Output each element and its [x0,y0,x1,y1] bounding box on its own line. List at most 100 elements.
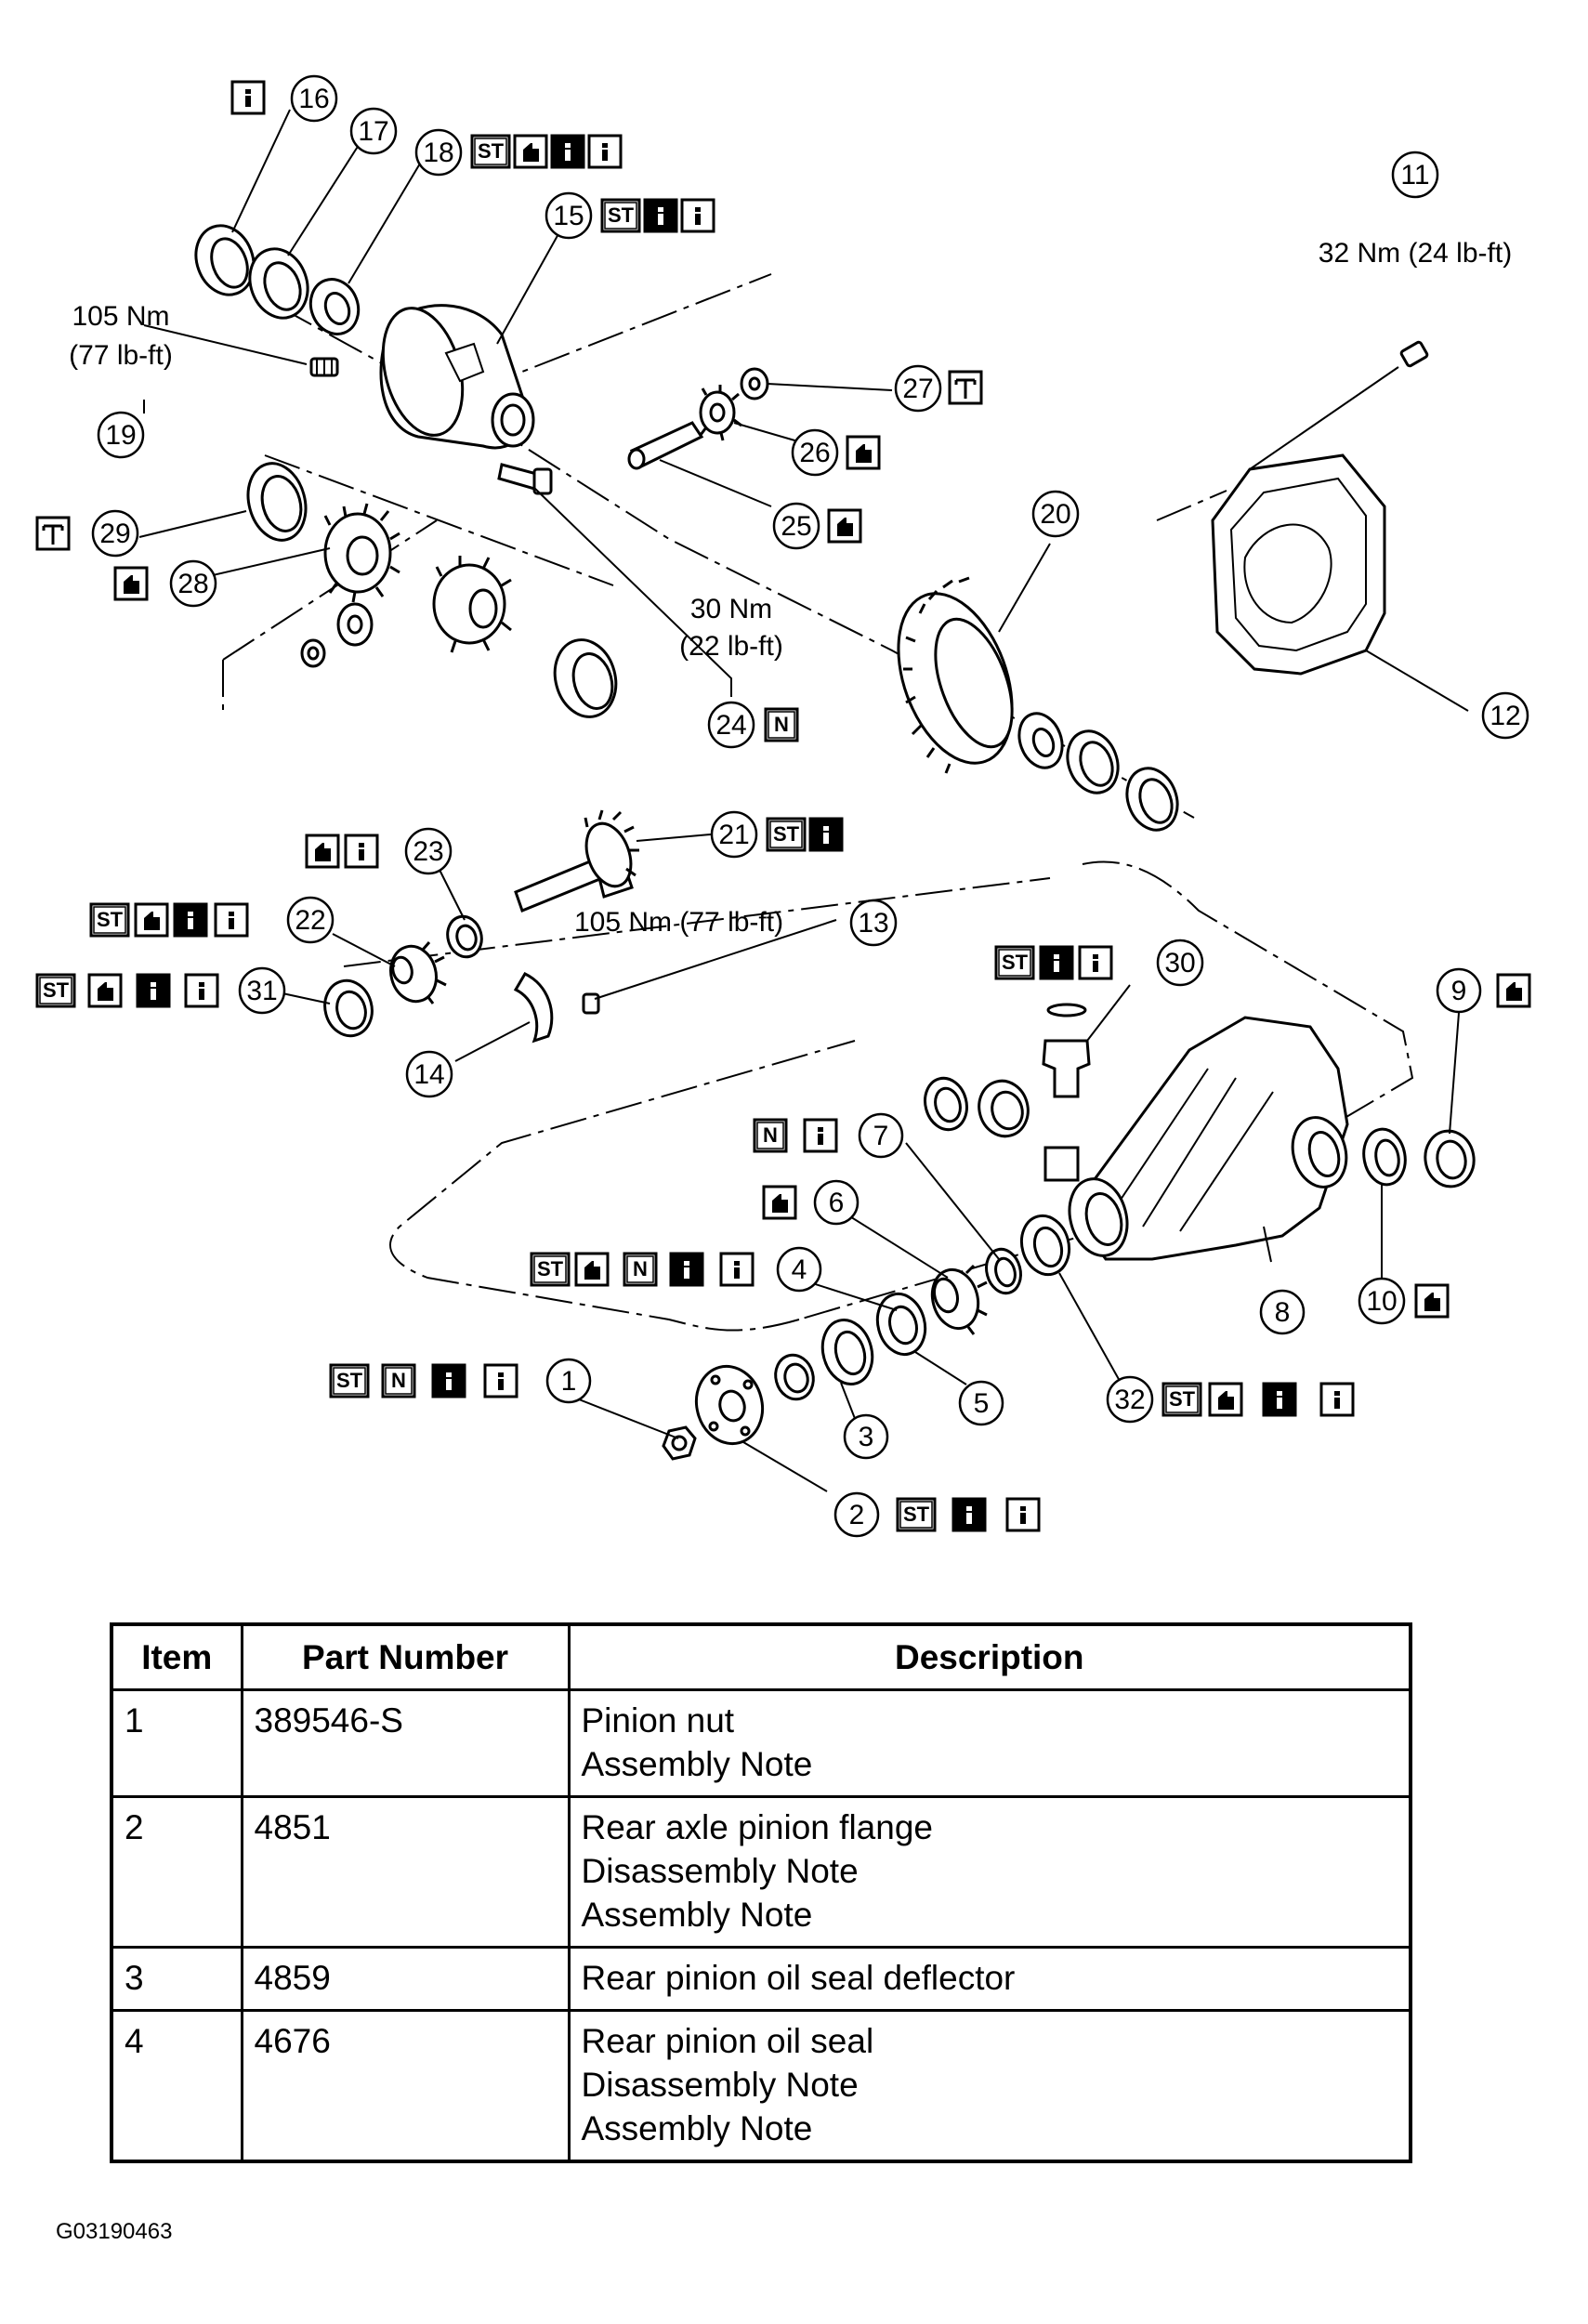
svg-text:29: 29 [99,519,130,549]
torque-13: 105 Nm (77 lb-ft) [574,907,783,938]
svg-text:ST: ST [1002,951,1029,974]
callout-5: 5 [958,1380,1004,1426]
info-inverted-icon [808,817,844,852]
lubricant-icon [1414,1283,1450,1319]
part-26-pinion-gear [699,385,742,441]
svg-text:22: 22 [295,905,325,936]
callout-8: 8 [1259,1289,1306,1335]
torque-11: 32 Nm (24 lb-ft) [1319,238,1512,269]
part-1-pinion-nut [662,1425,697,1461]
lubricant-icon [113,566,149,601]
svg-text:11: 11 [1400,160,1429,190]
part-number-cell: 389546-S [240,1688,571,1798]
table-row: 1 389546-S Pinion nut Assembly Note [110,1688,1412,1798]
disassembly-note-link[interactable]: Disassembly Note [581,2066,859,2104]
part-number-cell: 4859 [240,1946,571,2012]
svg-text:9: 9 [1451,976,1467,1006]
callout-20: 20 [1031,490,1080,538]
callout-17: 17 [349,107,398,155]
part-27-thrust-washer [740,367,769,400]
assembly-note-link[interactable]: Assembly Note [581,2109,813,2147]
callout-28: 28 [169,559,217,608]
svg-text:27: 27 [902,374,933,404]
part-12-axle-housing-cover [1211,453,1386,676]
lubricant-icon [574,1252,610,1287]
part-24-pinion-shaft-bolt [497,463,553,495]
part-6-pinion-bearing [930,1264,988,1335]
part-5-oil-slinger [875,1292,927,1357]
info-icon [680,198,715,233]
lubricant-icon [1496,973,1531,1008]
lubricant-icon [846,435,881,470]
description-line: Rear axle pinion flange [581,1808,933,1846]
part-30-breather [1042,1003,1091,1182]
lubricant-icon [305,834,340,869]
svg-text:31: 31 [246,976,277,1006]
callout-7: 7 [858,1112,904,1159]
part-9-bearing [1424,1129,1476,1188]
callout-32: 32 [1106,1375,1154,1424]
lubricant-icon [827,508,862,544]
svg-text:4: 4 [792,1254,807,1285]
info-icon [344,834,379,869]
item-cell: 1 [110,1688,243,1798]
info-inverted-icon [669,1252,704,1287]
description-cell: Rear pinion oil seal Disassembly Note As… [567,2009,1412,2163]
callout-6: 6 [813,1179,860,1226]
torque-wrench-icon [948,370,983,405]
info-icon [214,902,249,938]
callout-23: 23 [404,827,453,875]
svg-text:2: 2 [849,1500,865,1530]
description-cell: Pinion nut Assembly Note [567,1688,1412,1798]
svg-text:28: 28 [177,569,208,599]
item-cell: 2 [110,1795,243,1949]
info-icon [184,973,219,1008]
part-10-bearing-cup [1362,1127,1407,1187]
item-cell: 4 [110,2009,243,2163]
part-11-cover-bolt [1249,340,1429,470]
callout-26: 26 [791,428,839,477]
svg-text:6: 6 [829,1188,845,1218]
lubricant-icon [134,902,169,938]
callout-24: 24 [707,701,755,749]
svg-text:ST: ST [478,139,505,163]
part-19-bolt [309,357,339,377]
svg-text:ST: ST [537,1257,564,1280]
description-line: Rear pinion oil seal deflector [581,1959,1016,1997]
figure-id: G03190463 [56,2219,173,2244]
part-ring-gear-bearing [1017,712,1179,832]
part-2-pinion-flange [694,1364,765,1446]
callout-11: 11 [1391,151,1439,199]
torque-24-nm: 30 Nm [690,594,772,624]
part-20-ring-gear [897,576,1014,774]
callout-21: 21 [710,810,758,859]
svg-text:N: N [763,1123,778,1147]
callout-29: 29 [91,509,139,558]
svg-text:ST: ST [608,204,635,227]
svg-text:ST: ST [773,822,800,846]
part-13-bolt [582,992,600,1015]
description-line: Pinion nut [581,1701,735,1740]
svg-text:3: 3 [859,1422,874,1452]
callout-13: 13 [849,899,898,947]
svg-text:ST: ST [336,1369,363,1392]
exploded-axle-diagram: 1 2 3 4 5 6 7 8 9 10 11 12 13 14 15 16 1… [35,74,1531,1538]
info-icon [1319,1382,1355,1417]
callout-2: 2 [833,1491,880,1538]
svg-text:1: 1 [561,1366,577,1397]
assembly-note-link[interactable]: Assembly Note [581,1896,813,1934]
info-inverted-icon [431,1363,466,1398]
parts-artwork [194,224,1476,1461]
lubricant-icon [762,1185,797,1220]
disassembly-note-link[interactable]: Disassembly Note [581,1852,859,1890]
assembly-note-link[interactable]: Assembly Note [581,1745,813,1783]
svg-text:8: 8 [1275,1297,1291,1328]
part-17-bearing [248,247,309,320]
svg-text:32: 32 [1114,1385,1145,1415]
part-31-bearing-cup [323,978,374,1038]
svg-text:7: 7 [873,1121,889,1151]
svg-text:N: N [391,1369,406,1392]
description-cell: Rear pinion oil seal deflector [567,1946,1412,2012]
svg-text:5: 5 [974,1388,990,1419]
svg-text:14: 14 [413,1059,444,1090]
